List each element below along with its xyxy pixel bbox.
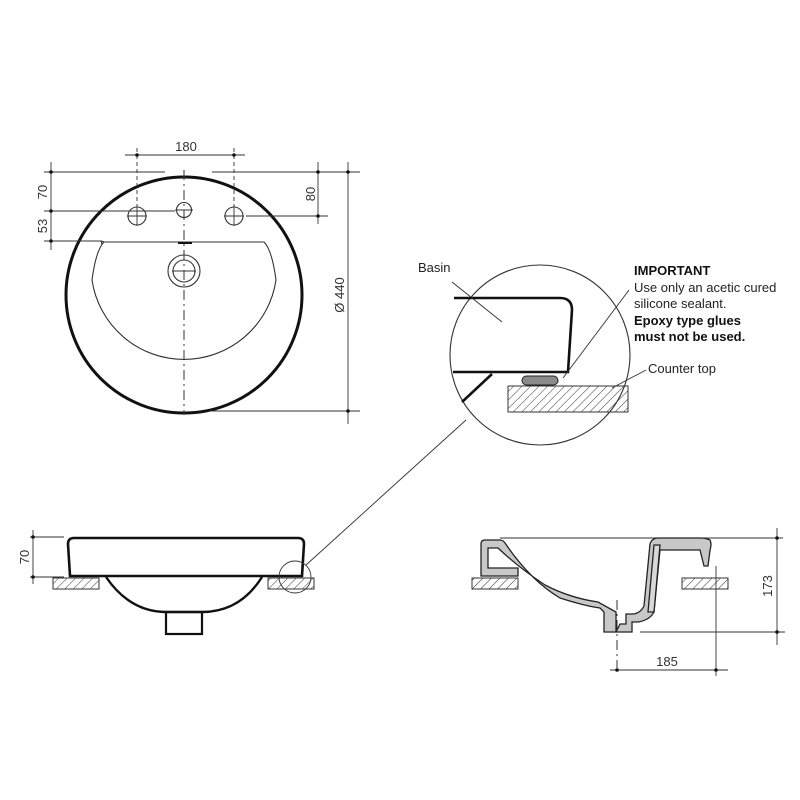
dim-holes-to-bowl: 53	[35, 219, 50, 233]
top-view: 180 70 53 80 Ø 440	[35, 139, 360, 424]
waste-outlet	[167, 254, 201, 288]
side-counter-left	[52, 577, 100, 590]
section-bowl-wall-left	[480, 539, 617, 633]
dim-top-to-side-holes: 80	[303, 187, 318, 201]
detail-magnifier-circle	[449, 264, 631, 446]
important-heading: IMPORTANT	[634, 263, 710, 278]
tap-hole-right	[224, 206, 244, 226]
tap-hole-left	[127, 206, 147, 226]
side-counter-right	[267, 577, 315, 590]
side-view: 70	[17, 530, 315, 636]
section-counter-left	[471, 577, 519, 590]
dim-rim-height: 70	[17, 550, 32, 564]
dim-top-to-holes: 70	[35, 185, 50, 199]
warning-line-2: must not be used.	[634, 329, 745, 344]
important-line-2: silicone sealant.	[634, 296, 727, 311]
counter-top-section	[507, 385, 629, 413]
detail-callout-circle[interactable]	[278, 560, 312, 594]
section-bowl-wall-right	[614, 537, 712, 633]
counter-top-label: Counter top	[648, 361, 716, 376]
warning-line-1: Epoxy type glues	[634, 313, 741, 328]
dim-tap-spacing: 180	[175, 139, 197, 154]
bowl-outline	[91, 240, 277, 360]
dim-overall-height: 173	[760, 575, 775, 597]
important-line-1: Use only an acetic cured	[634, 280, 776, 295]
side-basin-rim	[66, 536, 306, 578]
tap-hole-center	[175, 201, 193, 219]
section-view: 173 185	[471, 528, 785, 676]
detail-connector-line	[305, 419, 467, 566]
dim-waste-offset: 185	[656, 654, 678, 669]
basin-label: Basin	[418, 260, 451, 275]
detail-view: Basin IMPORTANT Use only an acetic cured…	[305, 260, 776, 566]
sealant-bead	[521, 375, 559, 386]
dim-diameter: Ø 440	[332, 277, 347, 312]
side-waste-spigot	[164, 610, 204, 636]
section-counter-right	[681, 577, 729, 590]
